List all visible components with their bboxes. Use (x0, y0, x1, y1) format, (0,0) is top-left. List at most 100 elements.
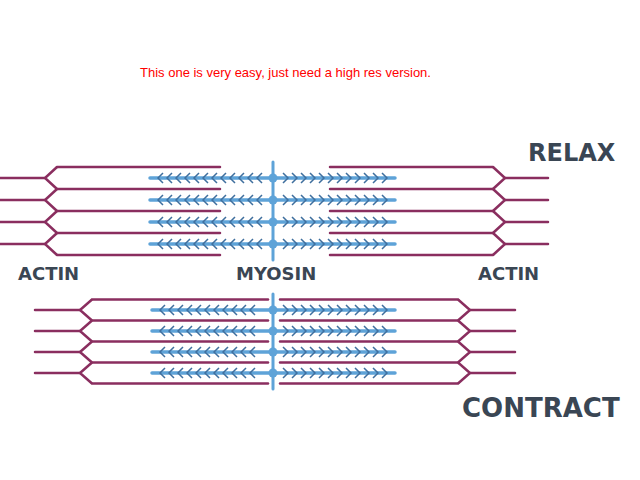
cross-bridge (346, 368, 351, 378)
cross-bridge (301, 217, 306, 227)
actin-filament (92, 298, 268, 301)
cross-bridge (364, 239, 369, 249)
cross-bridge (292, 368, 297, 378)
cross-bridge (158, 173, 163, 183)
cross-bridge (301, 368, 306, 378)
cross-bridge (292, 305, 297, 315)
cross-bridge (232, 347, 237, 357)
cross-bridge (310, 217, 315, 227)
cross-bridge (167, 173, 172, 183)
actin-filament (280, 298, 458, 301)
cross-bridge (205, 305, 210, 315)
actin-branch (80, 363, 92, 384)
cross-bridge (292, 195, 297, 205)
cross-bridge (319, 305, 324, 315)
actin-branch (80, 321, 92, 342)
cross-bridge (203, 217, 208, 227)
cross-bridge (187, 326, 192, 336)
cross-bridge (364, 195, 369, 205)
cross-bridge (337, 305, 342, 315)
cross-bridge (169, 326, 174, 336)
cross-bridge (167, 239, 172, 249)
cross-bridge (328, 195, 333, 205)
z-line-stub (0, 243, 45, 246)
cross-bridge (283, 173, 288, 183)
cross-bridge (176, 173, 181, 183)
actin-branch (458, 342, 470, 363)
actin-filament (92, 382, 268, 385)
cross-bridge (283, 326, 288, 336)
actin-filament (280, 319, 458, 322)
actin-branch (80, 342, 92, 363)
cross-bridge (158, 195, 163, 205)
cross-bridge (355, 347, 360, 357)
cross-bridge (301, 305, 306, 315)
cross-bridge (301, 239, 306, 249)
cross-bridge (382, 173, 387, 183)
cross-bridge (178, 368, 183, 378)
actin-filament (92, 361, 268, 364)
cross-bridge (337, 326, 342, 336)
z-line-stub (35, 309, 80, 312)
cross-bridge (337, 217, 342, 227)
z-line-stub (505, 199, 548, 202)
actin-filament (330, 232, 493, 235)
cross-bridge (241, 326, 246, 336)
cross-bridge (221, 239, 226, 249)
cross-bridge (364, 347, 369, 357)
cross-bridge (248, 217, 253, 227)
z-line-stub (470, 351, 515, 354)
actin-branch (493, 211, 505, 233)
cross-bridge (319, 195, 324, 205)
cross-bridge (373, 195, 378, 205)
actin-branch (45, 211, 57, 233)
myosin-knob (269, 327, 278, 336)
cross-bridge (221, 195, 226, 205)
cross-bridge (373, 305, 378, 315)
cross-bridge (205, 368, 210, 378)
cross-bridge (176, 217, 181, 227)
cross-bridge (187, 368, 192, 378)
actin-branch (80, 300, 92, 321)
cross-bridge (301, 173, 306, 183)
cross-bridge (292, 217, 297, 227)
cross-bridge (160, 305, 165, 315)
cross-bridge (346, 239, 351, 249)
actin-branch (45, 167, 57, 189)
cross-bridge (337, 239, 342, 249)
cross-bridge (346, 173, 351, 183)
cross-bridge (257, 239, 262, 249)
state-label: CONTRACT (462, 394, 620, 423)
cross-bridge (239, 195, 244, 205)
actin-filament (57, 188, 220, 191)
cross-bridge (364, 217, 369, 227)
actin-filament (280, 340, 458, 343)
cross-bridge (310, 195, 315, 205)
cross-bridge (230, 173, 235, 183)
state-label: RELAX (528, 140, 615, 166)
myosin-knob (269, 348, 278, 357)
cross-bridge (232, 326, 237, 336)
myosin-knob (269, 218, 278, 227)
cross-bridge (196, 326, 201, 336)
myosin-knob (269, 174, 278, 183)
cross-bridge (355, 195, 360, 205)
z-line-stub (35, 351, 80, 354)
cross-bridge (185, 217, 190, 227)
cross-bridge (221, 217, 226, 227)
cross-bridge (250, 368, 255, 378)
cross-bridge (178, 326, 183, 336)
cross-bridge (232, 305, 237, 315)
cross-bridge (319, 239, 324, 249)
z-line-stub (35, 372, 80, 375)
part-label: ACTIN (478, 264, 539, 284)
cross-bridge (364, 173, 369, 183)
cross-bridge (248, 195, 253, 205)
cross-bridge (337, 195, 342, 205)
cross-bridge (178, 305, 183, 315)
cross-bridge (355, 173, 360, 183)
cross-bridge (187, 305, 192, 315)
actin-filament (280, 382, 458, 385)
cross-bridge (223, 368, 228, 378)
cross-bridge (346, 347, 351, 357)
